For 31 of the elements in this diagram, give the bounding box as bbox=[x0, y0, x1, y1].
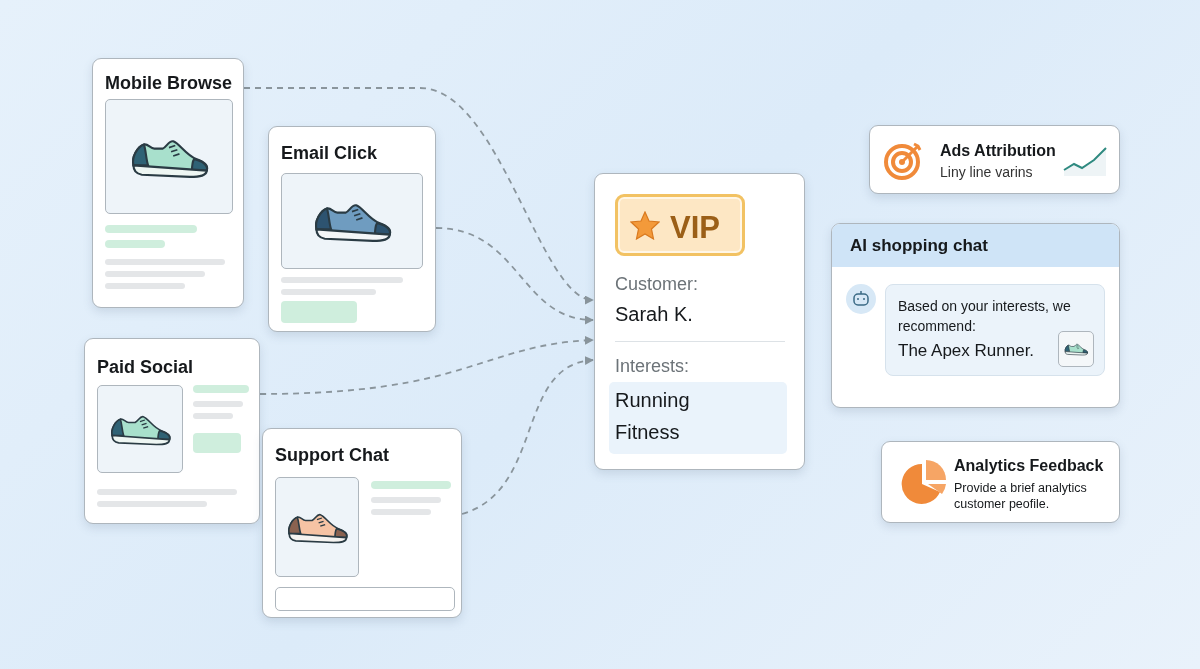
card bbox=[92, 58, 244, 308]
card-title: Ads Attribution bbox=[940, 141, 1056, 161]
card-description: Provide a brief analytics customer peofile. bbox=[954, 481, 1088, 513]
profile-card bbox=[594, 173, 805, 470]
vip-badge bbox=[615, 194, 745, 256]
card bbox=[84, 338, 260, 524]
card-title: Email Click bbox=[281, 143, 378, 165]
interest-item: Fitness bbox=[615, 420, 680, 444]
badge-label: VIP bbox=[670, 209, 720, 247]
dashed-arrow bbox=[461, 357, 594, 515]
chat-bubble bbox=[885, 284, 1105, 376]
dashed-arrow bbox=[435, 227, 594, 324]
card bbox=[869, 125, 1120, 194]
dashed-arrow bbox=[243, 87, 594, 302]
card-title: Analytics Feedback bbox=[954, 456, 1104, 476]
card-title: Paid Social bbox=[97, 357, 194, 379]
customer-name: Sarah K. bbox=[615, 302, 693, 326]
field-label: Customer: bbox=[615, 274, 699, 296]
card bbox=[268, 126, 436, 332]
dashed-arrow bbox=[259, 336, 594, 395]
card-title: Support Chat bbox=[275, 445, 389, 467]
panel-title: AI shopping chat bbox=[850, 236, 988, 257]
card bbox=[881, 441, 1120, 523]
field-label: Interests: bbox=[615, 356, 690, 378]
card bbox=[262, 428, 462, 618]
product-name: The Apex Runner. bbox=[898, 341, 1035, 362]
card-subtitle: Liny line varins bbox=[940, 164, 1033, 181]
interest-item: Running bbox=[615, 388, 690, 412]
chat-message: Based on your interests, we recommend: bbox=[898, 297, 1072, 337]
card-title: Mobile Browse bbox=[105, 73, 233, 95]
chat-panel bbox=[831, 223, 1120, 408]
